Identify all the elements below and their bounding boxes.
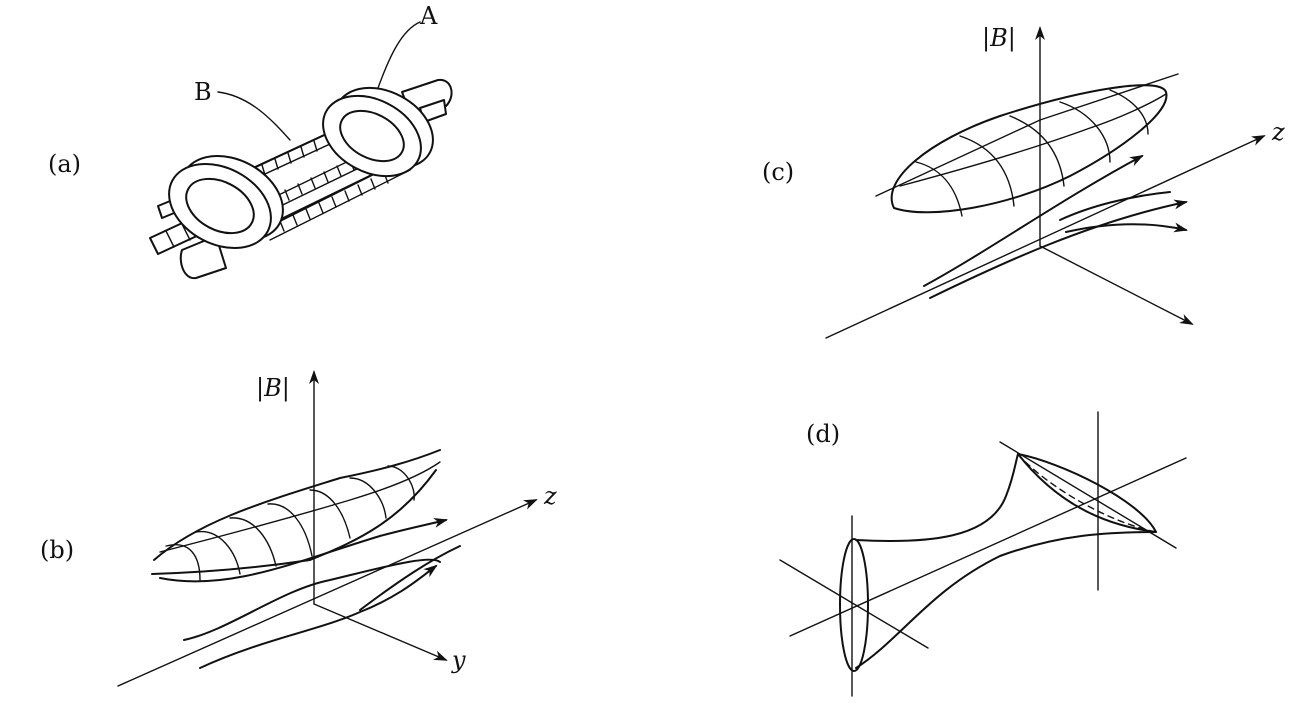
ellipse-right-hidden [1017, 453, 1157, 533]
panel-d: (d) [779, 411, 1187, 697]
callout-b-label: B [194, 78, 212, 106]
field-line-3 [1065, 222, 1188, 233]
panel-b-label: (b) [40, 536, 74, 564]
axis-z-label: z [543, 482, 557, 510]
panel-a: (a) A B [48, 2, 453, 280]
envelope-upper [855, 453, 1019, 543]
axis-vertical-label: |B| [982, 24, 1016, 53]
axis-y [313, 603, 448, 661]
front-pipe-stub-lower [179, 235, 227, 280]
ring-a [322, 86, 434, 178]
axis-y [1039, 245, 1194, 325]
panel-b: (b) |B| z y [40, 370, 557, 687]
envelope-lower [855, 531, 1157, 669]
panel-c: (c) |B| z [762, 24, 1285, 339]
callout-b-leader [217, 91, 291, 141]
field-line-lower [199, 564, 438, 669]
cross-line-left [779, 559, 929, 649]
axis-z [117, 499, 538, 687]
axis-y-label: y [451, 646, 466, 674]
ring-front [168, 154, 284, 250]
field-line-4 [1059, 191, 1171, 221]
ellipse-left [839, 538, 869, 672]
panel-d-label: (d) [806, 420, 840, 448]
callout-a-label: A [419, 2, 438, 30]
axis-line [789, 457, 1187, 637]
field-line-middle [183, 558, 441, 641]
coil-assembly [149, 78, 453, 280]
field-surface [875, 73, 1179, 217]
axis-z-label: z [1271, 118, 1285, 146]
field-line-2 [929, 199, 1188, 299]
field-surface [151, 449, 441, 581]
field-line-lower-b [359, 545, 461, 611]
axis-z [825, 135, 1266, 339]
panel-a-label: (a) [48, 150, 81, 178]
axis-vertical-label: |B| [256, 374, 290, 403]
callout-a-leader [377, 21, 421, 89]
field-line-1 [923, 155, 1144, 287]
panel-c-label: (c) [762, 158, 794, 186]
field-line-upper [159, 518, 448, 583]
